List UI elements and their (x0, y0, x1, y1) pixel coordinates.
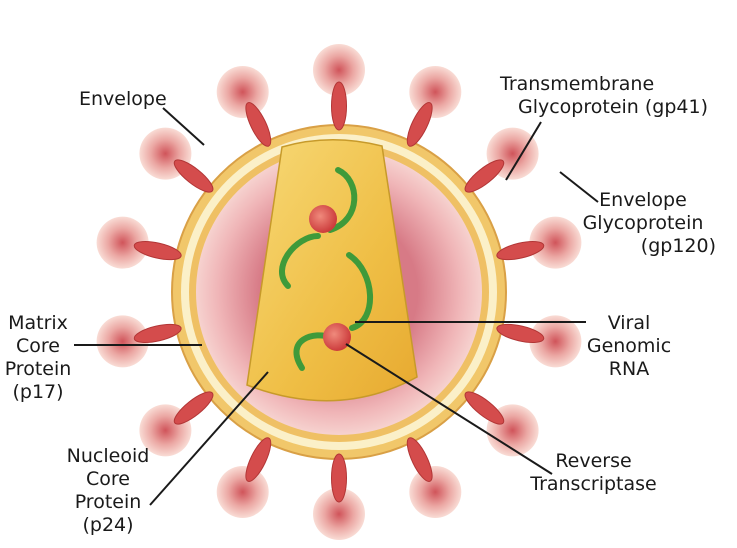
reverse-transcriptase-label: Reverse Transcriptase (506, 450, 681, 496)
gp120-head (96, 216, 149, 269)
leader-lines (74, 107, 599, 506)
gp120-head (313, 488, 365, 540)
nucleoid-label-line3: Protein (74, 491, 142, 513)
gp120-head (529, 315, 582, 368)
viral-rna-label: Viral Genomic RNA (574, 312, 684, 381)
envelope-label-line: Envelope (79, 88, 167, 110)
gp41-stalks (133, 81, 545, 503)
nucleoid-label-line1: Nucleoid (66, 445, 150, 467)
matrix-label-line3: Protein (4, 358, 72, 380)
gp120-head (313, 44, 365, 96)
gp41-stalk (406, 437, 433, 482)
nucleoid-label-line4: (p24) (82, 514, 134, 536)
gp120-head (216, 466, 269, 518)
gp41-stalk (496, 241, 545, 261)
transmembrane-label-line2: Glycoprotein (gp41) (517, 96, 708, 118)
gp41-stalk (496, 323, 545, 343)
gp41-stalk (331, 81, 347, 131)
transmembrane-label: Transmembrane Glycoprotein (gp41) (498, 73, 708, 119)
gp120-head (529, 216, 582, 269)
reverse-transcriptase-bottom (323, 323, 351, 351)
viral-rna-label-line3: RNA (608, 358, 650, 380)
gp41-stalk (245, 102, 272, 147)
gp41-stalk (464, 159, 505, 193)
gp41-stalk (245, 437, 272, 482)
matrix-label-line2: Core (16, 335, 60, 357)
gp41-stalk (464, 391, 505, 425)
gp41-stalk (133, 241, 182, 261)
viral-rna-label-line1: Viral (607, 312, 651, 334)
env-glyco-label-line3: (gp120) (640, 235, 716, 257)
gp120-head (409, 466, 462, 518)
reverse-transcriptase-top (309, 205, 337, 233)
gp120-head (96, 315, 149, 368)
gp120-head (409, 66, 462, 118)
nucleoid-label: Nucleoid Core Protein (p24) (48, 445, 168, 537)
gp41-stalk (133, 323, 182, 343)
env-glyco-label-line1: Envelope (599, 189, 687, 211)
gp41-stalk (173, 159, 214, 193)
nucleoid-label-line2: Core (86, 468, 130, 490)
nucleoid-core (246, 139, 418, 402)
matrix-label-line4: (p17) (12, 381, 64, 403)
matrix-label: Matrix Core Protein (p17) (0, 312, 76, 404)
reverse-label-line2: Transcriptase (530, 473, 657, 495)
matrix-label-line1: Matrix (8, 312, 68, 334)
gp120-heads (96, 44, 582, 540)
transmembrane-label-line1: Transmembrane (500, 73, 655, 95)
viral-rna-label-line2: Genomic (586, 335, 672, 357)
gp120-head (216, 66, 269, 118)
env-glyco-label-line2: Glycoprotein (582, 212, 704, 234)
gp41-stalk (406, 102, 433, 147)
gp41-stalk (331, 453, 347, 503)
envelope-glycoprotein-label: Envelope Glycoprotein (gp120) (568, 189, 718, 258)
gp41-stalk (173, 391, 214, 425)
envelope-label: Envelope (79, 88, 167, 111)
reverse-label-line1: Reverse (555, 450, 632, 472)
